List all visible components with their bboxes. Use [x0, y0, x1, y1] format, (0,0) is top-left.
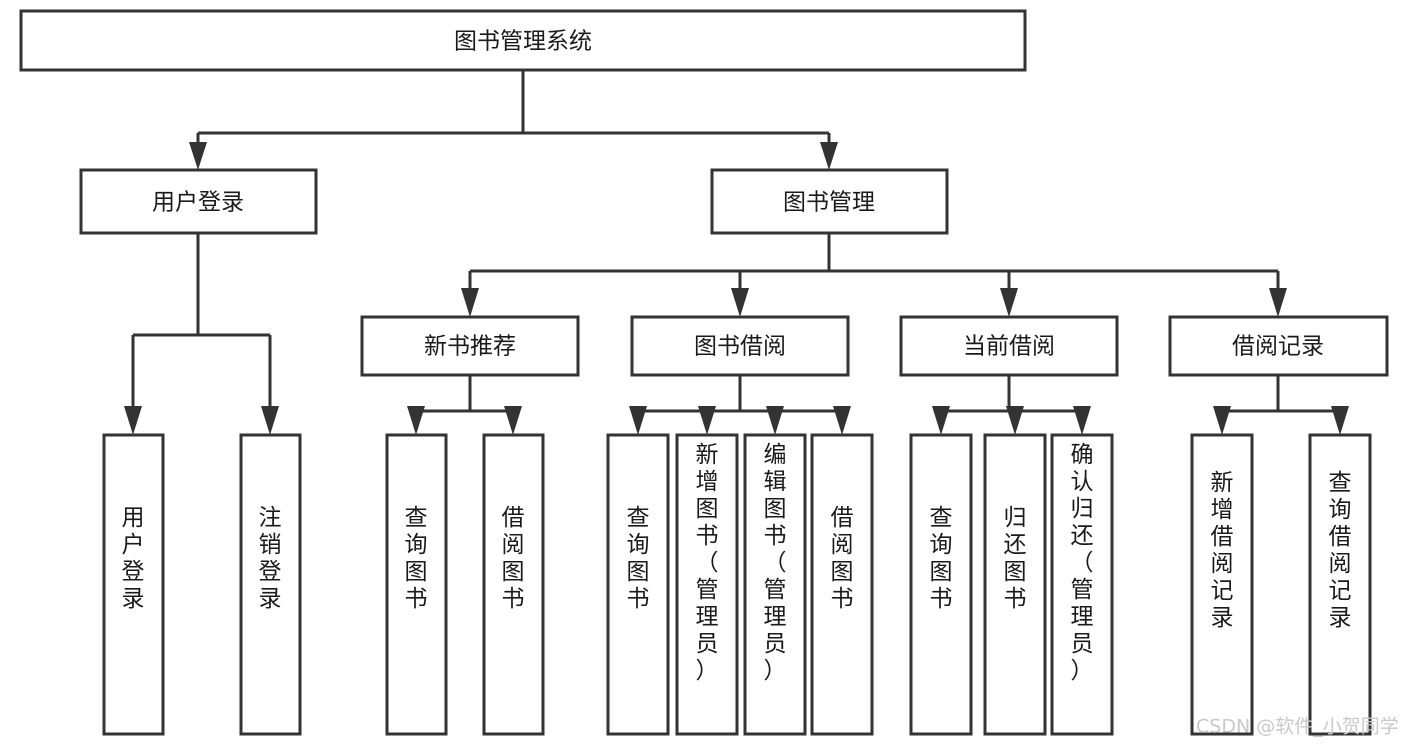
node-user-login-label: 用户登录 — [152, 190, 244, 216]
node-root-box[interactable] — [19, 9, 1027, 72]
arrow-head-leaf-query-record — [1331, 406, 1349, 435]
node-leaf-add-book-box[interactable] — [675, 433, 739, 736]
node-leaf-add-book[interactable]: 新增图书（管理员） — [675, 433, 739, 736]
arrow-head-leaf-edit-book — [766, 406, 784, 435]
arrow-head-borrow-records — [1269, 288, 1287, 317]
arrow-head-leaf-query-book-cur — [932, 406, 950, 435]
node-leaf-edit-book-box[interactable] — [743, 433, 807, 736]
arrow-head-leaf-return-book — [1006, 406, 1024, 435]
leaf-nodes: 用户登录 注销登录 查询图书 借阅图书 查询图书 新增图书（管理员） — [102, 433, 1372, 736]
arrow-head-leaf-query-book-borrow — [629, 406, 647, 435]
node-leaf-add-book-label: 新增图书（管理员） — [696, 442, 719, 684]
arrow-head-leaf-borrow-book-rec — [504, 406, 522, 435]
arrow-head-book-management — [820, 142, 838, 170]
node-current-borrow-label: 当前借阅 — [963, 334, 1055, 360]
node-leaf-return-book-label: 归还图书 — [1004, 505, 1027, 612]
node-leaf-query-book-borrow[interactable]: 查询图书 — [606, 433, 670, 736]
node-book-management[interactable]: 图书管理 — [710, 168, 949, 235]
node-current-borrow[interactable]: 当前借阅 — [899, 315, 1119, 377]
arrow-head-new-book-recommend — [461, 288, 479, 317]
arrow-head-leaf-borrow-book — [833, 406, 851, 435]
node-leaf-borrow-book-box[interactable] — [810, 433, 874, 736]
node-leaf-query-record-box[interactable] — [1308, 433, 1372, 736]
node-user-login[interactable]: 用户登录 — [79, 168, 318, 235]
node-leaf-user-logout[interactable]: 注销登录 — [239, 433, 302, 736]
node-leaf-query-book-cur-box[interactable] — [909, 433, 973, 736]
node-leaf-borrow-book-rec[interactable]: 借阅图书 — [482, 433, 545, 736]
connector-lines — [124, 70, 1349, 435]
node-current-borrow-box[interactable] — [899, 315, 1119, 377]
arrow-head-book-borrow — [731, 288, 749, 317]
node-leaf-query-record-label: 查询借阅记录 — [1329, 470, 1352, 631]
node-book-borrow-label: 图书借阅 — [694, 334, 786, 360]
node-leaf-edit-book-label: 编辑图书（管理员） — [764, 442, 787, 684]
node-book-management-box[interactable] — [710, 168, 949, 235]
node-book-borrow[interactable]: 图书借阅 — [630, 315, 850, 377]
node-leaf-confirm-return-label: 确认归还（管理员） — [1071, 442, 1094, 684]
node-leaf-query-book-rec-box[interactable] — [385, 433, 448, 736]
node-leaf-add-record-box[interactable] — [1190, 433, 1254, 736]
node-new-book-recommend-box[interactable] — [360, 315, 580, 377]
node-leaf-add-record-label: 新增借阅记录 — [1211, 470, 1234, 631]
node-root[interactable]: 图书管理系统 — [19, 9, 1027, 72]
node-leaf-borrow-book-rec-label: 借阅图书 — [502, 505, 525, 612]
node-leaf-borrow-book-rec-box[interactable] — [482, 433, 545, 736]
node-leaf-user-login-label: 用户登录 — [122, 505, 145, 612]
node-root-label: 图书管理系统 — [454, 29, 592, 55]
node-leaf-return-book-box[interactable] — [983, 433, 1047, 736]
node-leaf-query-book-borrow-box[interactable] — [606, 433, 670, 736]
node-leaf-user-login[interactable]: 用户登录 — [102, 433, 165, 736]
node-leaf-confirm-return-box[interactable] — [1050, 433, 1114, 736]
node-leaf-user-logout-label: 注销登录 — [259, 505, 282, 612]
arrow-head-leaf-add-record — [1213, 406, 1231, 435]
node-leaf-query-book-rec-label: 查询图书 — [405, 505, 428, 612]
node-leaf-user-logout-box[interactable] — [239, 433, 302, 736]
node-leaf-user-login-box[interactable] — [102, 433, 165, 736]
node-leaf-query-book-cur[interactable]: 查询图书 — [909, 433, 973, 736]
node-leaf-query-book-cur-label: 查询图书 — [930, 505, 953, 612]
node-borrow-records[interactable]: 借阅记录 — [1168, 315, 1389, 377]
csdn-watermark: CSDN @软件_小贺同学 — [1196, 716, 1399, 738]
node-user-login-box[interactable] — [79, 168, 318, 235]
arrow-head-leaf-query-book-rec — [407, 406, 425, 435]
arrow-head-leaf-user-logout — [261, 406, 279, 435]
node-leaf-return-book[interactable]: 归还图书 — [983, 433, 1047, 736]
node-leaf-query-book-borrow-label: 查询图书 — [627, 505, 650, 612]
node-new-book-recommend-label: 新书推荐 — [424, 334, 516, 360]
arrow-head-current-borrow — [1000, 288, 1018, 317]
node-leaf-query-book-rec[interactable]: 查询图书 — [385, 433, 448, 736]
arrow-head-user-login — [189, 142, 207, 170]
node-leaf-add-record[interactable]: 新增借阅记录 — [1190, 433, 1254, 736]
node-leaf-borrow-book[interactable]: 借阅图书 — [810, 433, 874, 736]
node-new-book-recommend[interactable]: 新书推荐 — [360, 315, 580, 377]
node-leaf-edit-book[interactable]: 编辑图书（管理员） — [743, 433, 807, 736]
node-leaf-confirm-return[interactable]: 确认归还（管理员） — [1050, 433, 1114, 736]
node-leaf-borrow-book-label: 借阅图书 — [831, 505, 854, 612]
node-book-management-label: 图书管理 — [783, 190, 875, 216]
node-leaf-query-record[interactable]: 查询借阅记录 — [1308, 433, 1372, 736]
node-borrow-records-box[interactable] — [1168, 315, 1389, 377]
node-book-borrow-box[interactable] — [630, 315, 850, 377]
arrow-head-leaf-user-login — [124, 406, 142, 435]
node-borrow-records-label: 借阅记录 — [1232, 334, 1324, 360]
arrow-head-leaf-add-book — [698, 406, 716, 435]
arrow-head-leaf-confirm-return — [1073, 406, 1091, 435]
